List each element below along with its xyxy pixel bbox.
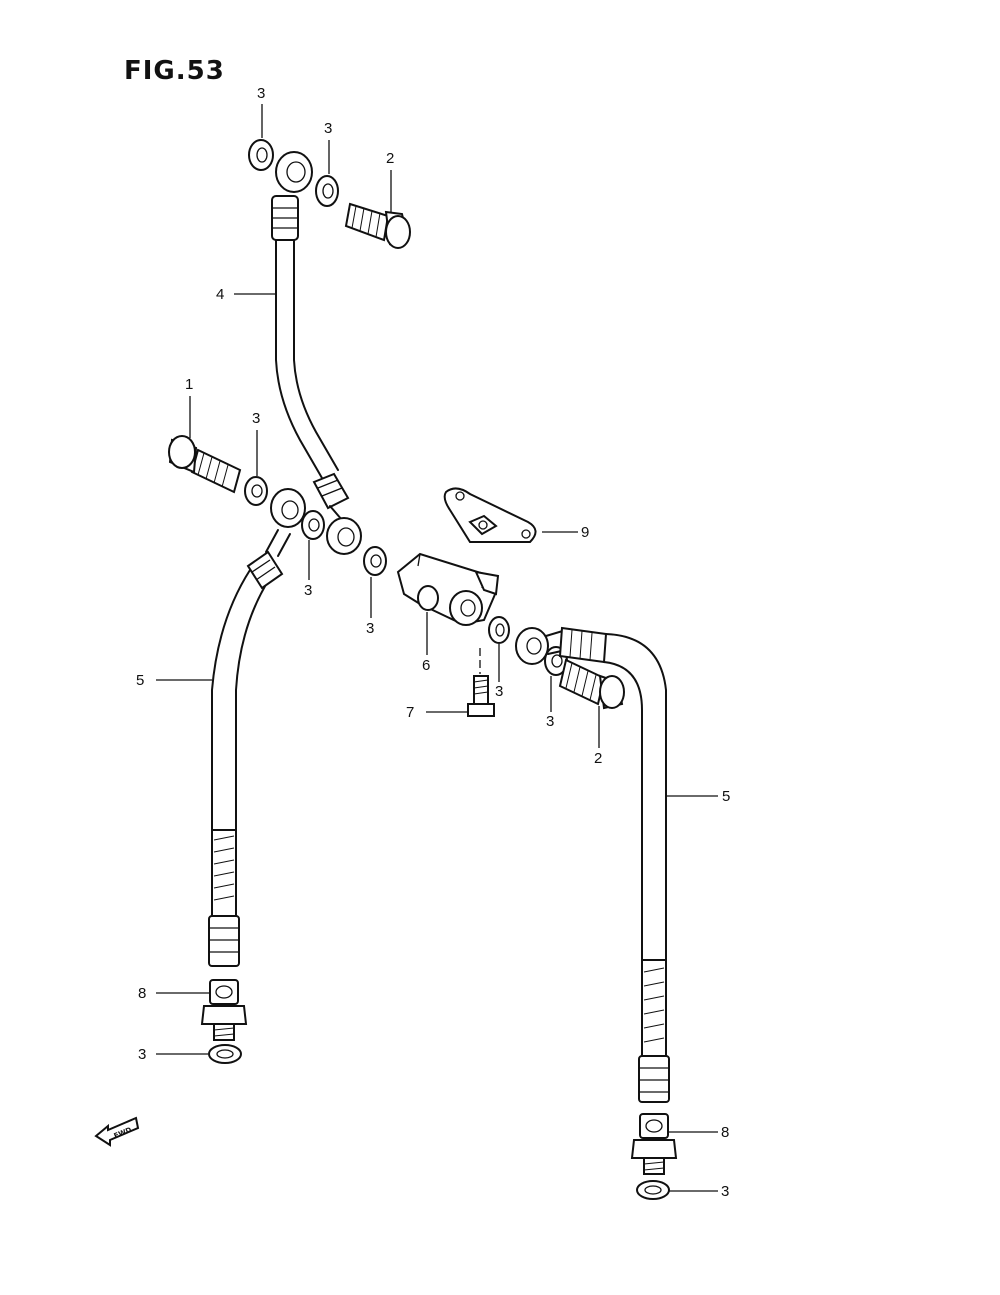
right-brake-hose — [515, 626, 670, 1103]
callout-washer: 3 — [252, 410, 261, 427]
callout-washer: 3 — [495, 683, 504, 700]
callout-fitting: 8 — [138, 985, 147, 1002]
callout-right-hose: 5 — [722, 788, 731, 805]
callout-washer: 3 — [721, 1183, 730, 1200]
left-brake-hose — [208, 488, 306, 967]
callout-upper-hose: 4 — [216, 286, 225, 303]
hose-end-fitting-right — [630, 1113, 678, 1175]
callout-washer: 3 — [324, 120, 333, 137]
callout-bolt: 7 — [406, 704, 415, 721]
hose-end-fitting-left — [200, 979, 248, 1041]
callout-washer: 3 — [257, 85, 266, 102]
union-bolt-right — [558, 658, 625, 710]
callout-union-bolt: 2 — [386, 150, 395, 167]
callout-washer: 3 — [366, 620, 375, 637]
callout-washer: 3 — [546, 713, 555, 730]
callout-left-hose: 5 — [136, 672, 145, 689]
fwd-arrow-icon: FWD — [94, 1116, 140, 1147]
callout-washer: 3 — [304, 582, 313, 599]
union-bolt-left — [168, 435, 242, 494]
hose-bracket — [443, 487, 537, 543]
callout-junction: 6 — [422, 657, 431, 674]
union-bolt-top — [344, 202, 411, 249]
brake-hose-junction — [396, 552, 500, 626]
callout-washer: 3 — [138, 1046, 147, 1063]
callout-fitting: 8 — [721, 1124, 730, 1141]
sealing-washers — [208, 139, 670, 1200]
callout-union-bolt: 2 — [594, 750, 603, 767]
figure-title: FIG.53 — [124, 56, 225, 86]
callout-leader-lines — [156, 104, 718, 1192]
callout-bracket: 9 — [581, 524, 590, 541]
mounting-bolt — [467, 648, 495, 717]
upper-brake-hose — [271, 151, 362, 555]
callout-union-bolt: 1 — [185, 376, 194, 393]
